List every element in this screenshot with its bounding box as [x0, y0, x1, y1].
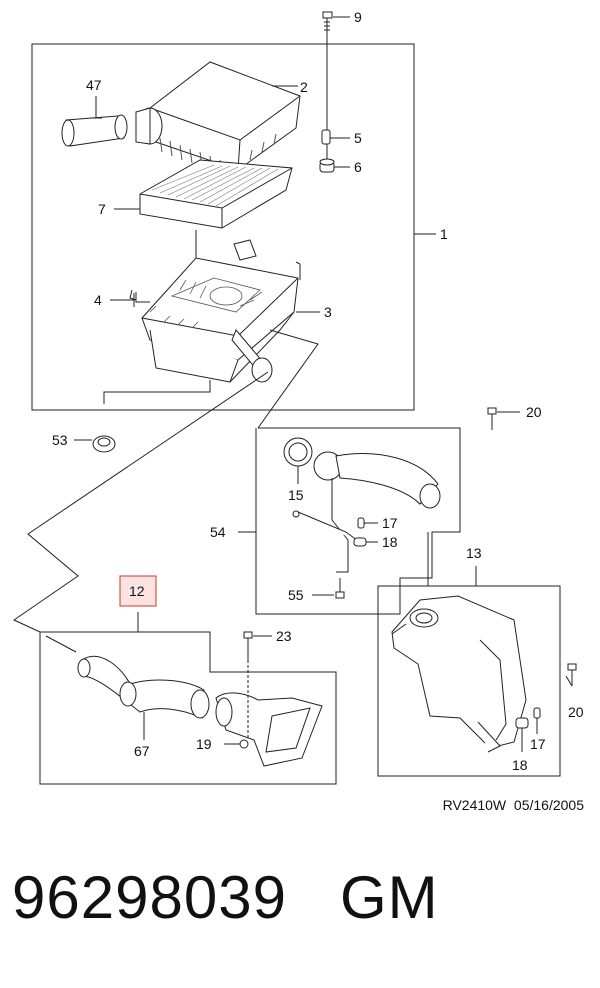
callout-17-mid: 17: [382, 515, 398, 531]
callout-2: 2: [300, 79, 308, 95]
callout-4: 4: [94, 292, 102, 308]
callout-55: 55: [288, 587, 304, 603]
bolt-55: [312, 578, 345, 599]
resonator-13: [391, 595, 527, 753]
pin-5: [321, 129, 350, 145]
air-cleaner-cover-2: [135, 61, 301, 173]
resonator-frame: [377, 532, 561, 777]
callout-12: 12: [129, 583, 145, 599]
callout-6: 6: [354, 159, 362, 175]
callout-47: 47: [86, 77, 102, 93]
callout-53: 53: [52, 432, 68, 448]
callout-15: 15: [288, 487, 304, 503]
drawing-reference: RV2410W 05/16/2005: [443, 797, 585, 813]
intake-hose-frame: [39, 612, 337, 785]
leader-lines: [12, 230, 319, 633]
callout-20-lower: 20: [568, 704, 584, 720]
bolt-20-upper: [487, 407, 520, 430]
callout-18-mid: 18: [382, 534, 398, 550]
bolt-20-lower: [565, 663, 577, 687]
bolt-23: [243, 631, 272, 740]
duct-47: [61, 96, 128, 147]
callout-9: 9: [354, 9, 362, 25]
callout-20-upper: 20: [526, 404, 542, 420]
callout-3: 3: [324, 304, 332, 320]
callout-5: 5: [354, 130, 362, 146]
brand: GM: [339, 864, 439, 931]
grommet-53: [92, 435, 116, 453]
callout-1: 1: [440, 226, 448, 242]
callout-67: 67: [134, 743, 150, 759]
filter-element-7: [114, 159, 293, 229]
callout-23: 23: [276, 628, 292, 644]
air-cleaner-housing-3: [110, 239, 320, 383]
resonator-duct-frame: [238, 427, 461, 615]
highlight-box-12[interactable]: [119, 575, 157, 607]
pin-17-lower: [533, 707, 541, 734]
callout-7: 7: [98, 201, 106, 217]
intake-adapter-19: [215, 692, 323, 767]
bolt-9: [322, 11, 350, 170]
part-number-line: 96298039 GM: [12, 868, 439, 928]
air-cleaner-assembly-frame: [31, 43, 436, 411]
grommet-18-mid: [353, 537, 378, 547]
grommet-6: [319, 158, 350, 173]
intake-hose-67: [45, 635, 210, 740]
callout-19: 19: [196, 736, 212, 752]
callout-18-lower: 18: [512, 757, 528, 773]
resonator-duct-54: [283, 437, 441, 573]
grommet-18-lower: [515, 717, 529, 752]
callout-13: 13: [466, 545, 482, 561]
callout-17-lower: 17: [530, 736, 546, 752]
callout-54: 54: [210, 524, 226, 540]
pin-17-mid: [357, 517, 378, 529]
part-number: 96298039: [12, 864, 287, 931]
